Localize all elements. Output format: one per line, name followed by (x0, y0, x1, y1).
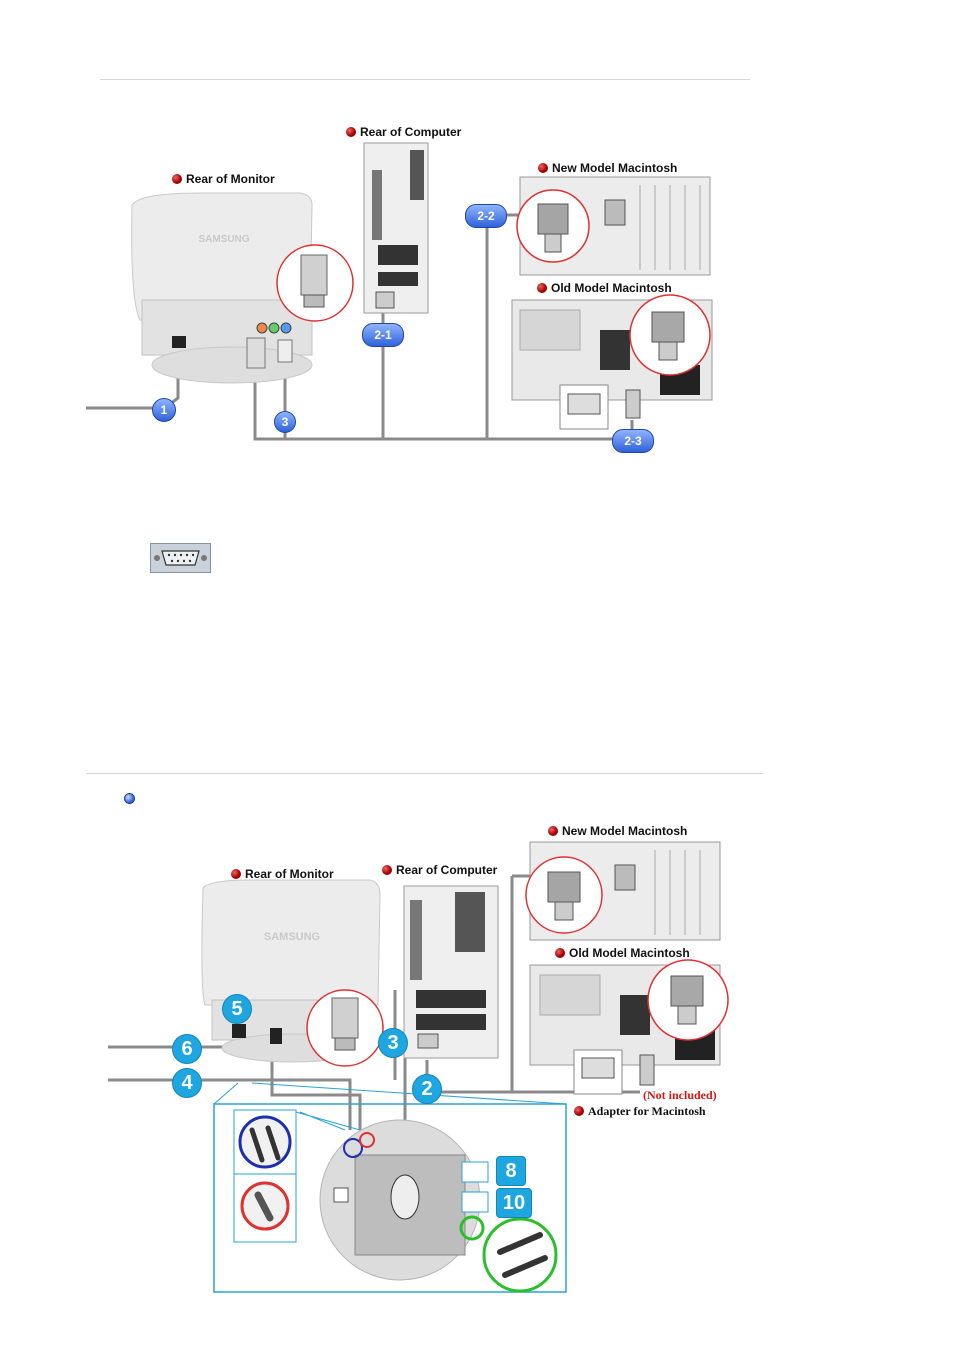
monitor-rear-1 (131, 192, 313, 384)
old-mac-1 (511, 294, 713, 430)
step-badge-2-2: 2-2 (465, 204, 507, 228)
red-bullet-icon (172, 174, 182, 184)
top-divider (100, 79, 750, 80)
label-old-mac-2: Old Model Macintosh (555, 946, 690, 960)
label-old-mac-1: Old Model Macintosh (537, 281, 672, 295)
monitor-brand-1: SAMSUNG (198, 234, 249, 245)
label-new-mac-2: New Model Macintosh (548, 824, 687, 838)
label-adapter-for-macintosh: Adapter for Macintosh (574, 1104, 706, 1119)
label-new-mac-1: New Model Macintosh (538, 161, 677, 175)
label-rear-of-monitor-2: Rear of Monitor (231, 867, 334, 881)
step-badge-2-3: 2-3 (612, 429, 654, 453)
label-rear-of-monitor-1: Rear of Monitor (172, 172, 275, 186)
step-badge-10: 10 (496, 1188, 532, 1218)
step-badge-6: 6 (172, 1034, 202, 1064)
label-not-included: (Not included) (643, 1088, 717, 1102)
new-mac-2 (525, 841, 721, 941)
old-mac-2 (529, 959, 729, 1095)
red-bullet-icon (555, 948, 565, 958)
diagram-top-art: SAMSUNG (86, 142, 713, 441)
computer-tower-2 (403, 885, 499, 1059)
step-badge-3: 3 (274, 411, 296, 433)
red-bullet-icon (231, 869, 241, 879)
step-badge-3b: 3 (378, 1028, 408, 1058)
step-badge-2: 2 (412, 1074, 442, 1104)
monitor-brand-2: SAMSUNG (264, 931, 320, 943)
label-rear-of-computer-2: Rear of Computer (382, 863, 497, 877)
step-badge-8: 8 (496, 1156, 526, 1186)
red-bullet-icon (382, 865, 392, 875)
red-bullet-icon (537, 283, 547, 293)
red-bullet-icon (346, 127, 356, 137)
vga-connector-icon (150, 543, 211, 573)
step-badge-5: 5 (222, 994, 252, 1024)
new-mac-1 (516, 176, 711, 276)
label-rear-of-computer-1: Rear of Computer (346, 125, 461, 139)
blue-bullet-icon (124, 793, 135, 804)
red-bullet-icon (574, 1106, 584, 1116)
middle-divider (86, 773, 763, 774)
red-bullet-icon (548, 826, 558, 836)
step-badge-1: 1 (152, 398, 176, 422)
computer-tower-1 (363, 142, 429, 314)
step-badge-4: 4 (172, 1068, 202, 1098)
step-badge-2-1: 2-1 (362, 323, 404, 347)
red-bullet-icon (538, 163, 548, 173)
